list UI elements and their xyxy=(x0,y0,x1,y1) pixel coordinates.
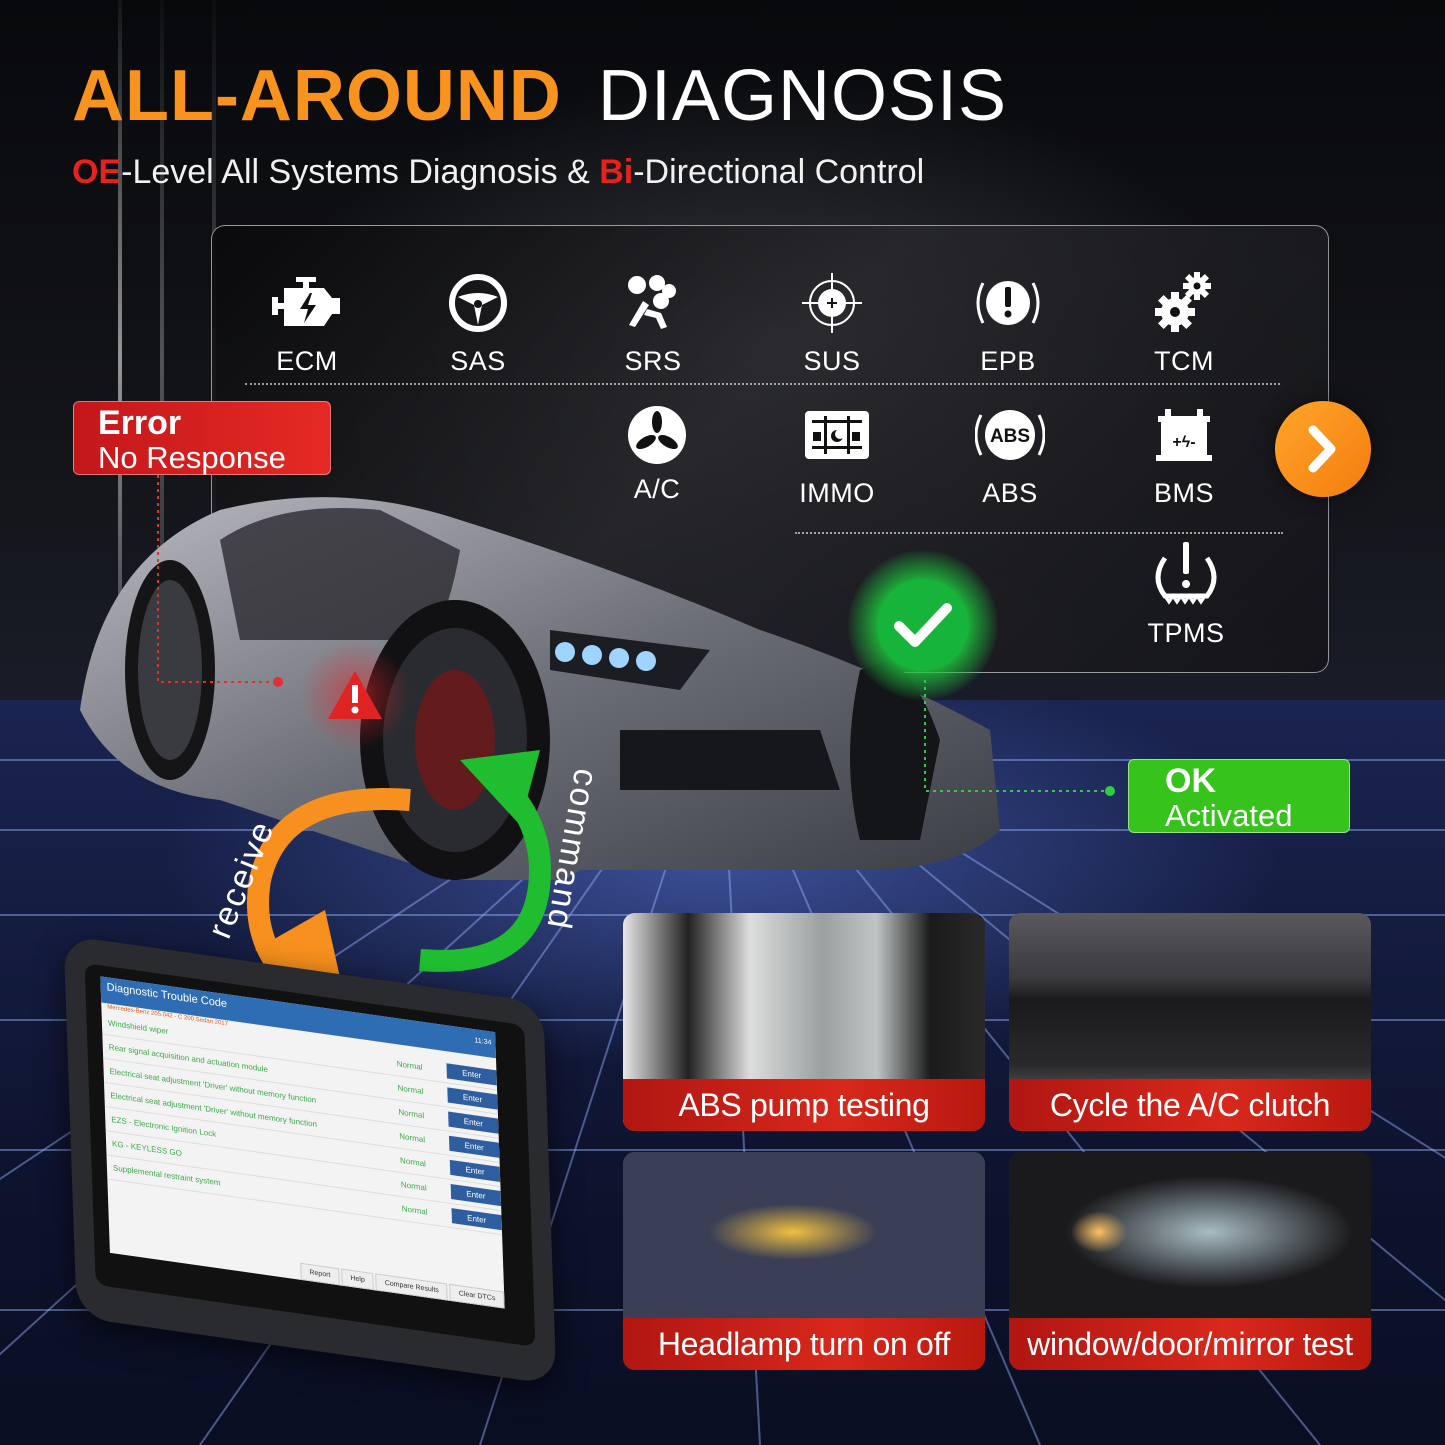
system-tcm[interactable]: TCM xyxy=(1114,268,1254,377)
system-label: EPB xyxy=(980,346,1036,376)
system-label: A/C xyxy=(633,474,681,504)
error-detail: No Response xyxy=(98,439,286,475)
error-tag: Error No Response xyxy=(73,401,331,475)
subtitle-accent-bi: Bi xyxy=(599,153,634,191)
subtitle-accent-oe: OE xyxy=(72,153,122,191)
fan-icon xyxy=(587,400,727,470)
abs-icon: ABS xyxy=(940,400,1080,470)
tire-pressure-icon xyxy=(1116,540,1256,610)
battery-icon: +ϟ- xyxy=(1114,400,1254,470)
system-immo[interactable]: IMMO xyxy=(767,400,907,509)
card-caption: window/door/mirror test xyxy=(1009,1318,1371,1370)
card-caption: Headlamp turn on off xyxy=(623,1318,985,1370)
subtitle: OE-Level All Systems Diagnosis & Bi-Dire… xyxy=(72,155,924,189)
error-indicator xyxy=(300,640,410,750)
svg-text:+ϟ-: +ϟ- xyxy=(1172,434,1195,451)
title-rest: DIAGNOSIS xyxy=(597,56,1007,136)
svg-text:ABS: ABS xyxy=(990,426,1030,447)
system-ecm[interactable]: ECM xyxy=(237,268,377,377)
feature-card-headlamp: Headlamp turn on off xyxy=(623,1152,985,1370)
subtitle-text: -Directional Control xyxy=(633,153,925,191)
ok-tag: OK Activated xyxy=(1128,759,1350,833)
tablet-screen[interactable]: Diagnostic Trouble Code Mercedes-Benz 20… xyxy=(100,976,505,1309)
feature-card-mirror: window/door/mirror test xyxy=(1009,1152,1371,1370)
system-ac[interactable]: A/C xyxy=(587,400,727,505)
light-pillar xyxy=(160,0,164,720)
divider xyxy=(245,383,1280,385)
checkmark-icon xyxy=(894,603,952,647)
system-label: TPMS xyxy=(1147,618,1225,648)
system-epb[interactable]: EPB xyxy=(938,268,1078,377)
light-pillar xyxy=(118,0,122,720)
diagnostic-tablet: Diagnostic Trouble Code Mercedes-Benz 20… xyxy=(30,935,570,1385)
enter-button[interactable]: Enter xyxy=(450,1183,502,1207)
system-label: ECM xyxy=(276,346,338,376)
system-sus[interactable]: SUS xyxy=(762,268,902,377)
chevron-right-icon xyxy=(1308,425,1336,473)
command-arrowhead xyxy=(460,750,540,825)
divider xyxy=(795,532,1283,534)
warning-triangle-icon xyxy=(328,671,382,719)
parking-brake-icon xyxy=(938,268,1078,338)
system-label: SAS xyxy=(450,346,506,376)
system-abs[interactable]: ABS ABS xyxy=(940,400,1080,509)
airbag-icon xyxy=(583,268,723,338)
enter-button[interactable]: Enter xyxy=(447,1087,498,1110)
feature-card-abs-pump: ABS pump testing xyxy=(623,913,985,1131)
system-bms[interactable]: +ϟ- BMS xyxy=(1114,400,1254,509)
enter-button[interactable]: Enter xyxy=(451,1208,502,1231)
subtitle-text: -Level All Systems Diagnosis & xyxy=(121,153,600,191)
system-label: ABS xyxy=(982,478,1038,508)
ok-indicator xyxy=(848,550,998,700)
error-heading: Error xyxy=(98,404,182,442)
immobilizer-icon xyxy=(767,400,907,470)
enter-button[interactable]: Enter xyxy=(448,1111,499,1134)
enter-button[interactable]: Enter xyxy=(449,1159,501,1182)
feature-card-ac-clutch: Cycle the A/C clutch xyxy=(1009,913,1371,1131)
enter-button[interactable]: Enter xyxy=(448,1135,500,1158)
system-label: SRS xyxy=(624,346,682,376)
engine-icon xyxy=(237,268,377,338)
system-label: SUS xyxy=(803,346,861,376)
system-label: TCM xyxy=(1154,346,1214,376)
title-highlight: ALL-AROUND xyxy=(72,56,562,136)
ok-detail: Activated xyxy=(1165,797,1293,833)
next-button[interactable] xyxy=(1275,401,1371,497)
gears-icon xyxy=(1114,268,1254,338)
steering-wheel-icon xyxy=(408,268,548,338)
system-label: IMMO xyxy=(799,478,875,508)
card-caption: Cycle the A/C clutch xyxy=(1009,1079,1371,1131)
enter-button[interactable]: Enter xyxy=(446,1063,497,1086)
supercar-illustration xyxy=(60,480,1060,888)
system-srs[interactable]: SRS xyxy=(583,268,723,377)
card-caption: ABS pump testing xyxy=(623,1079,985,1131)
system-tpms[interactable]: TPMS xyxy=(1116,540,1256,649)
system-label: BMS xyxy=(1153,478,1214,508)
ok-heading: OK xyxy=(1165,762,1216,800)
suspension-target-icon xyxy=(762,268,902,338)
connector-lines xyxy=(157,475,1115,796)
system-sas[interactable]: SAS xyxy=(408,268,548,377)
